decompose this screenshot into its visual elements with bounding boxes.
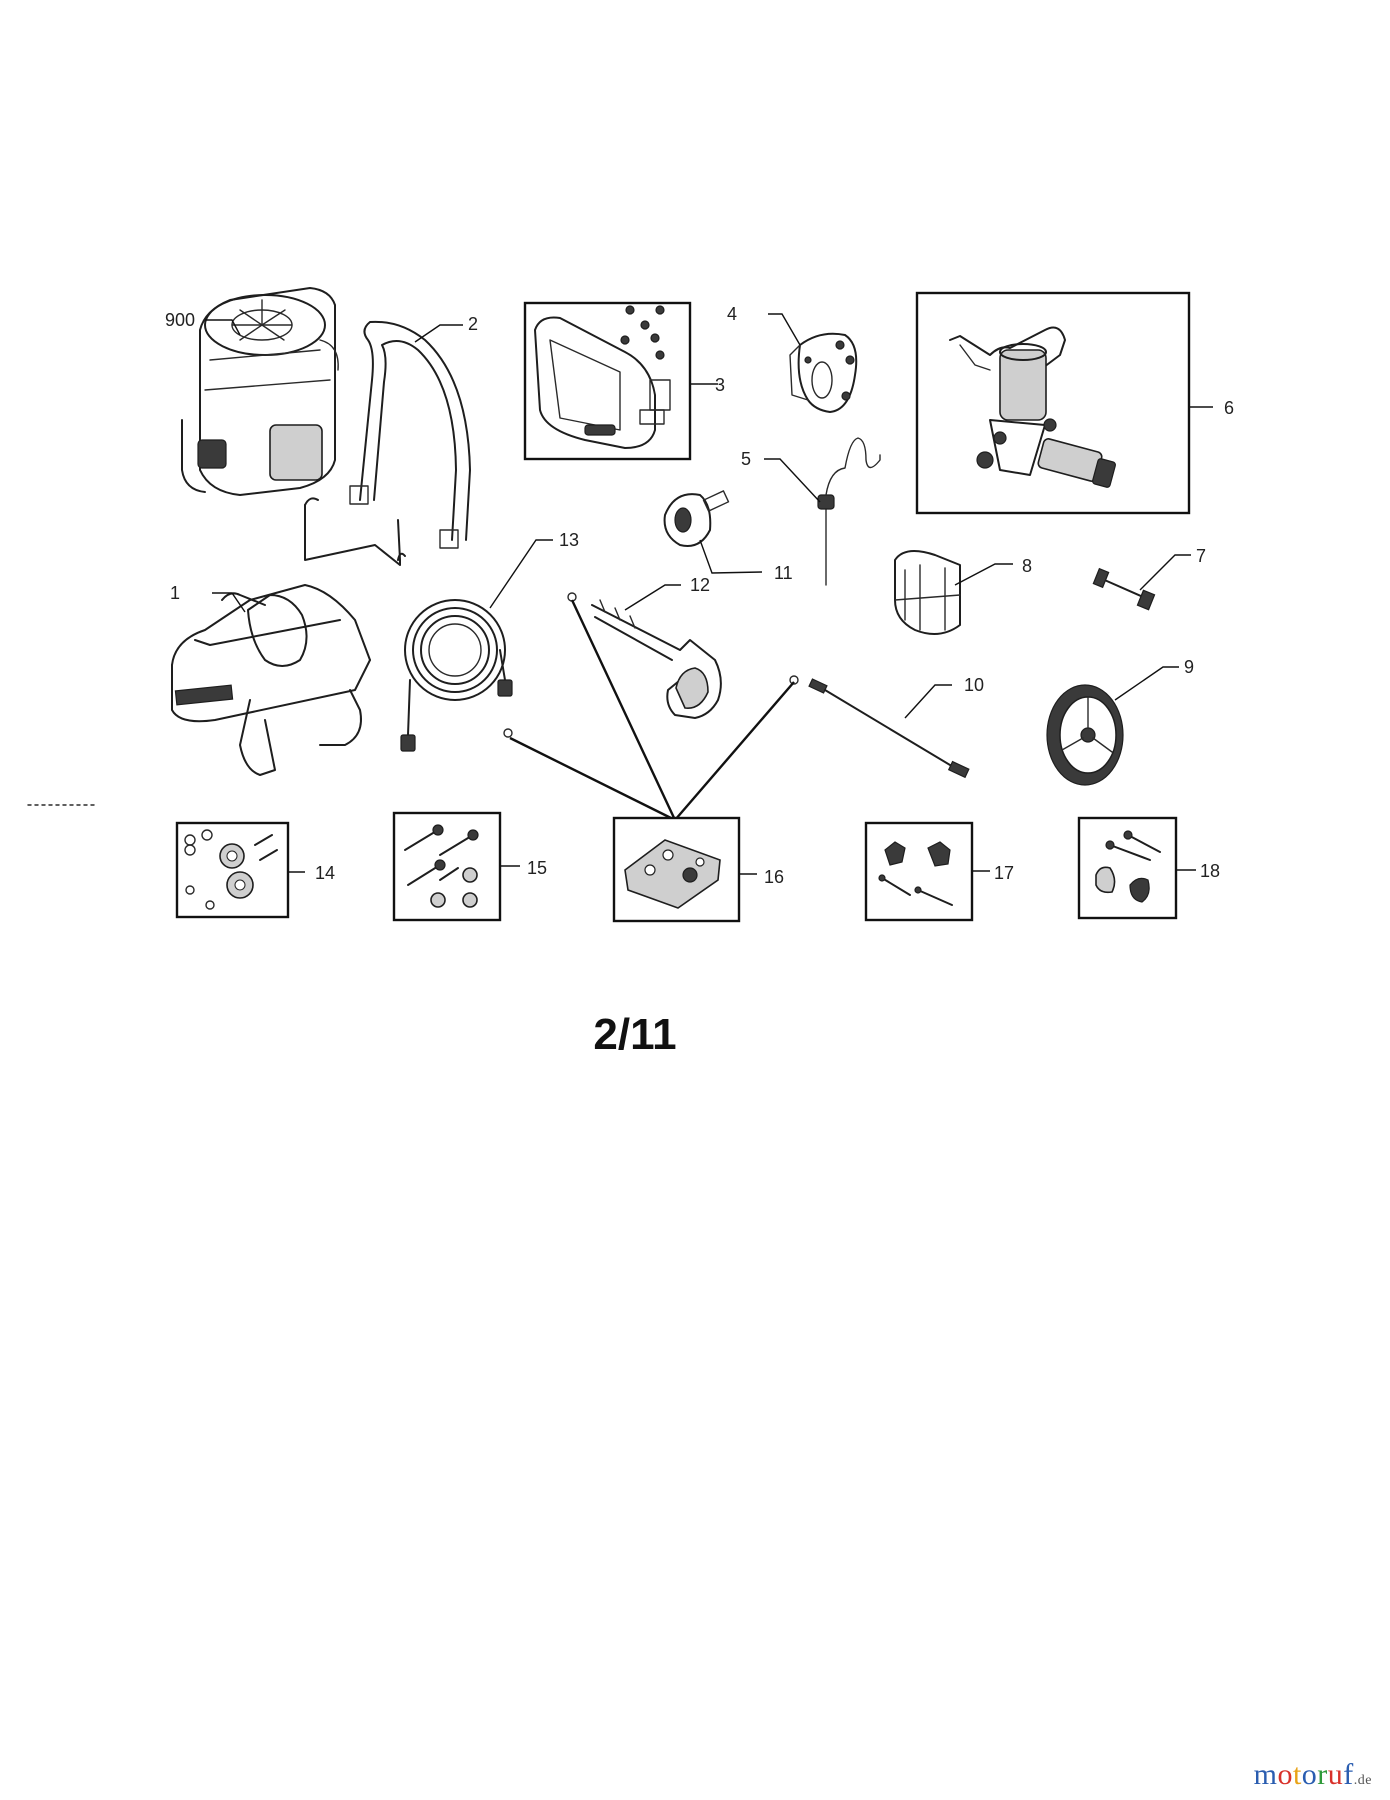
callout-5: 5: [741, 449, 751, 469]
callout-2: 2: [468, 314, 478, 334]
watermark-letter: o: [1301, 1758, 1318, 1791]
engine-fan-icon: [231, 299, 293, 341]
callout-10: 10: [964, 675, 984, 695]
watermark-tld: .de: [1353, 1773, 1372, 1788]
watermark-letter: u: [1327, 1758, 1344, 1791]
watermark-letter: t: [1292, 1758, 1302, 1791]
callout-17: 17: [994, 863, 1014, 883]
part-hose-hook: [894, 550, 961, 635]
page-number: 2/11: [593, 1010, 677, 1059]
watermark-letter: r: [1317, 1758, 1328, 1791]
callout-8: 8: [1022, 556, 1032, 576]
part-cable: [817, 437, 881, 586]
callout-labels: 900 1 2 3 4 5 6 7 8 9 10 11 12 13 14 15 …: [165, 304, 1234, 887]
callout-11: 11: [774, 563, 793, 583]
part-frame: [171, 497, 406, 776]
box-part-17: [864, 821, 974, 922]
callout-3: 3: [715, 375, 725, 395]
box-part-6: [915, 291, 1191, 515]
callout-18: 18: [1200, 861, 1220, 881]
callout-900: 900: [165, 310, 195, 330]
part-wand: [789, 675, 970, 779]
callout-14: 14: [315, 863, 335, 883]
callout-13: 13: [559, 530, 579, 550]
part-hardware-14: [184, 829, 278, 910]
callout-1: 1: [170, 583, 180, 603]
part-spray-gun: [567, 592, 722, 719]
part-nozzle-holder: [789, 332, 858, 413]
watermark-letter: m: [1253, 1758, 1278, 1791]
part-pump: [949, 326, 1116, 488]
part-knobs-17: [878, 841, 953, 906]
part-handle: [349, 320, 471, 549]
part-hardware-18: [1095, 830, 1161, 903]
callout-12: 12: [690, 575, 710, 595]
callout-15: 15: [527, 858, 547, 878]
watermark-logo: motoruf.de: [1254, 1758, 1372, 1792]
part-plate-16: [624, 839, 721, 909]
part-wheel: [1046, 684, 1124, 786]
part-engine: [181, 287, 339, 496]
callout-16: 16: [764, 867, 784, 887]
watermark-letter: f: [1343, 1758, 1354, 1791]
leaders-to-box-16: [509, 599, 795, 822]
watermark-letter: o: [1277, 1758, 1293, 1791]
part-panel: [534, 305, 671, 449]
part-hose: [400, 599, 513, 752]
callout-leaders: [205, 313, 1213, 875]
callout-6: 6: [1224, 398, 1234, 418]
callout-4: 4: [727, 304, 737, 324]
callout-7: 7: [1196, 546, 1206, 566]
callout-9: 9: [1184, 657, 1194, 677]
part-nozzle: [663, 490, 730, 547]
part-hardware-15: [404, 824, 479, 908]
box-part-15: [392, 811, 502, 922]
part-axle-bolt: [1092, 567, 1156, 611]
